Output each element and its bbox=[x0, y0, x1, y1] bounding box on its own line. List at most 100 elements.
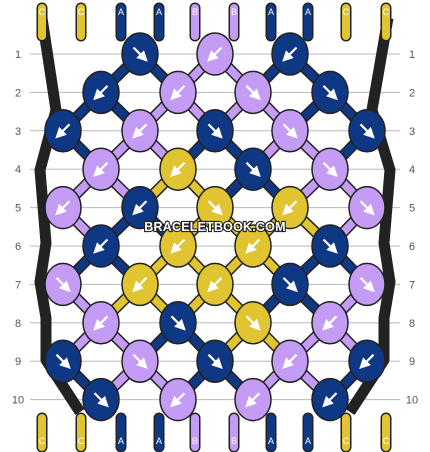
arrow-down-left-icon bbox=[245, 392, 261, 408]
knot[interactable] bbox=[311, 377, 349, 422]
arrow-down-left-icon bbox=[359, 353, 375, 369]
arrow-down-left-icon bbox=[93, 238, 109, 254]
knot[interactable] bbox=[44, 109, 82, 153]
knot[interactable] bbox=[271, 109, 309, 153]
row-number-right: 6 bbox=[409, 241, 415, 253]
arrow-down-left-icon bbox=[170, 161, 186, 177]
knot[interactable] bbox=[44, 339, 82, 383]
arrow-down-right-icon bbox=[55, 353, 71, 369]
arrow-down-right-icon bbox=[359, 200, 375, 216]
knot[interactable] bbox=[234, 70, 272, 115]
knot[interactable] bbox=[311, 224, 349, 268]
top-string-label: A bbox=[305, 7, 311, 17]
row-number-left: 1 bbox=[15, 49, 21, 61]
knot[interactable] bbox=[121, 32, 159, 76]
knot[interactable] bbox=[311, 147, 349, 191]
knot[interactable] bbox=[271, 185, 309, 230]
knot[interactable] bbox=[348, 339, 386, 383]
knot[interactable] bbox=[311, 301, 349, 345]
knot[interactable] bbox=[82, 224, 120, 268]
arrow-down-right-icon bbox=[207, 200, 223, 216]
row-number-left: 3 bbox=[15, 126, 21, 138]
arrow-down-right-icon bbox=[207, 353, 223, 369]
arrow-down-left-icon bbox=[93, 315, 109, 331]
row-number-left: 2 bbox=[15, 87, 21, 99]
row-number-right: 10 bbox=[406, 395, 418, 407]
knot[interactable] bbox=[234, 377, 272, 422]
arrow-down-right-icon bbox=[245, 85, 261, 101]
knot[interactable] bbox=[348, 262, 386, 307]
arrow-down-left-icon bbox=[55, 200, 71, 216]
knot[interactable] bbox=[121, 185, 159, 230]
knot[interactable] bbox=[348, 109, 386, 153]
top-string-label: C bbox=[39, 7, 46, 17]
arrow-down-left-icon bbox=[322, 392, 338, 408]
arrow-down-right-icon bbox=[245, 315, 261, 331]
knot[interactable] bbox=[82, 377, 120, 422]
bottom-string-label: A bbox=[156, 436, 162, 446]
arrow-down-right-icon bbox=[322, 161, 338, 177]
knot[interactable] bbox=[44, 262, 82, 307]
arrow-down-left-icon bbox=[207, 46, 223, 62]
top-string-label: C bbox=[78, 7, 85, 17]
knot[interactable] bbox=[121, 262, 159, 307]
row-number-left: 10 bbox=[12, 395, 24, 407]
arrow-down-right-icon bbox=[282, 123, 298, 139]
arrow-down-left-icon bbox=[282, 200, 298, 216]
top-string-label: C bbox=[343, 7, 350, 17]
row-number-left: 7 bbox=[15, 279, 21, 291]
knot[interactable] bbox=[196, 262, 234, 307]
knot[interactable] bbox=[196, 109, 234, 153]
arrow-down-left-icon bbox=[322, 315, 338, 331]
knot[interactable] bbox=[44, 185, 82, 230]
knot[interactable] bbox=[234, 301, 272, 345]
bottom-string-label: B bbox=[192, 436, 198, 446]
knot[interactable] bbox=[271, 262, 309, 307]
knot[interactable] bbox=[82, 147, 120, 191]
arrow-down-right-icon bbox=[245, 161, 261, 177]
knot[interactable] bbox=[196, 185, 234, 230]
bottom-string-label: C bbox=[78, 436, 85, 446]
top-string-label: A bbox=[118, 7, 124, 17]
knot[interactable] bbox=[159, 224, 197, 268]
knot[interactable] bbox=[234, 147, 272, 191]
bottom-string-label: A bbox=[268, 436, 274, 446]
row-number-right: 5 bbox=[409, 203, 415, 215]
arrow-down-left-icon bbox=[245, 238, 261, 254]
arrow-down-left-icon bbox=[170, 392, 186, 408]
knot[interactable] bbox=[121, 339, 159, 383]
bottom-string-label: C bbox=[39, 436, 46, 446]
knot[interactable] bbox=[348, 185, 386, 230]
arrow-down-left-icon bbox=[132, 123, 148, 139]
arrow-down-left-icon bbox=[170, 238, 186, 254]
knot[interactable] bbox=[271, 339, 309, 383]
row-number-left: 5 bbox=[15, 203, 21, 215]
arrow-down-right-icon bbox=[170, 315, 186, 331]
bottom-string-label: A bbox=[305, 436, 311, 446]
arrow-down-left-icon bbox=[132, 277, 148, 293]
knot[interactable] bbox=[159, 70, 197, 115]
arrow-down-left-icon bbox=[282, 353, 298, 369]
arrow-down-left-icon bbox=[132, 200, 148, 216]
arrow-down-right-icon bbox=[359, 277, 375, 293]
top-string-label: C bbox=[383, 7, 390, 17]
knot[interactable] bbox=[159, 301, 197, 345]
knot[interactable] bbox=[271, 32, 309, 76]
knot[interactable] bbox=[196, 339, 234, 383]
arrow-down-left-icon bbox=[170, 85, 186, 101]
arrow-down-left-icon bbox=[93, 85, 109, 101]
row-number-right: 7 bbox=[409, 279, 415, 291]
knot[interactable] bbox=[121, 109, 159, 153]
knot[interactable] bbox=[196, 32, 234, 76]
knot[interactable] bbox=[159, 377, 197, 422]
knot[interactable] bbox=[82, 70, 120, 115]
row-number-left: 4 bbox=[15, 164, 21, 176]
arrow-down-left-icon bbox=[55, 123, 71, 139]
watermark-text: BRACELETBOOK.COM bbox=[144, 220, 285, 234]
knot[interactable] bbox=[159, 147, 197, 191]
arrow-down-left-icon bbox=[93, 161, 109, 177]
knot[interactable] bbox=[82, 301, 120, 345]
arrow-down-right-icon bbox=[359, 123, 375, 139]
knot[interactable] bbox=[311, 70, 349, 115]
knot[interactable] bbox=[234, 224, 272, 268]
